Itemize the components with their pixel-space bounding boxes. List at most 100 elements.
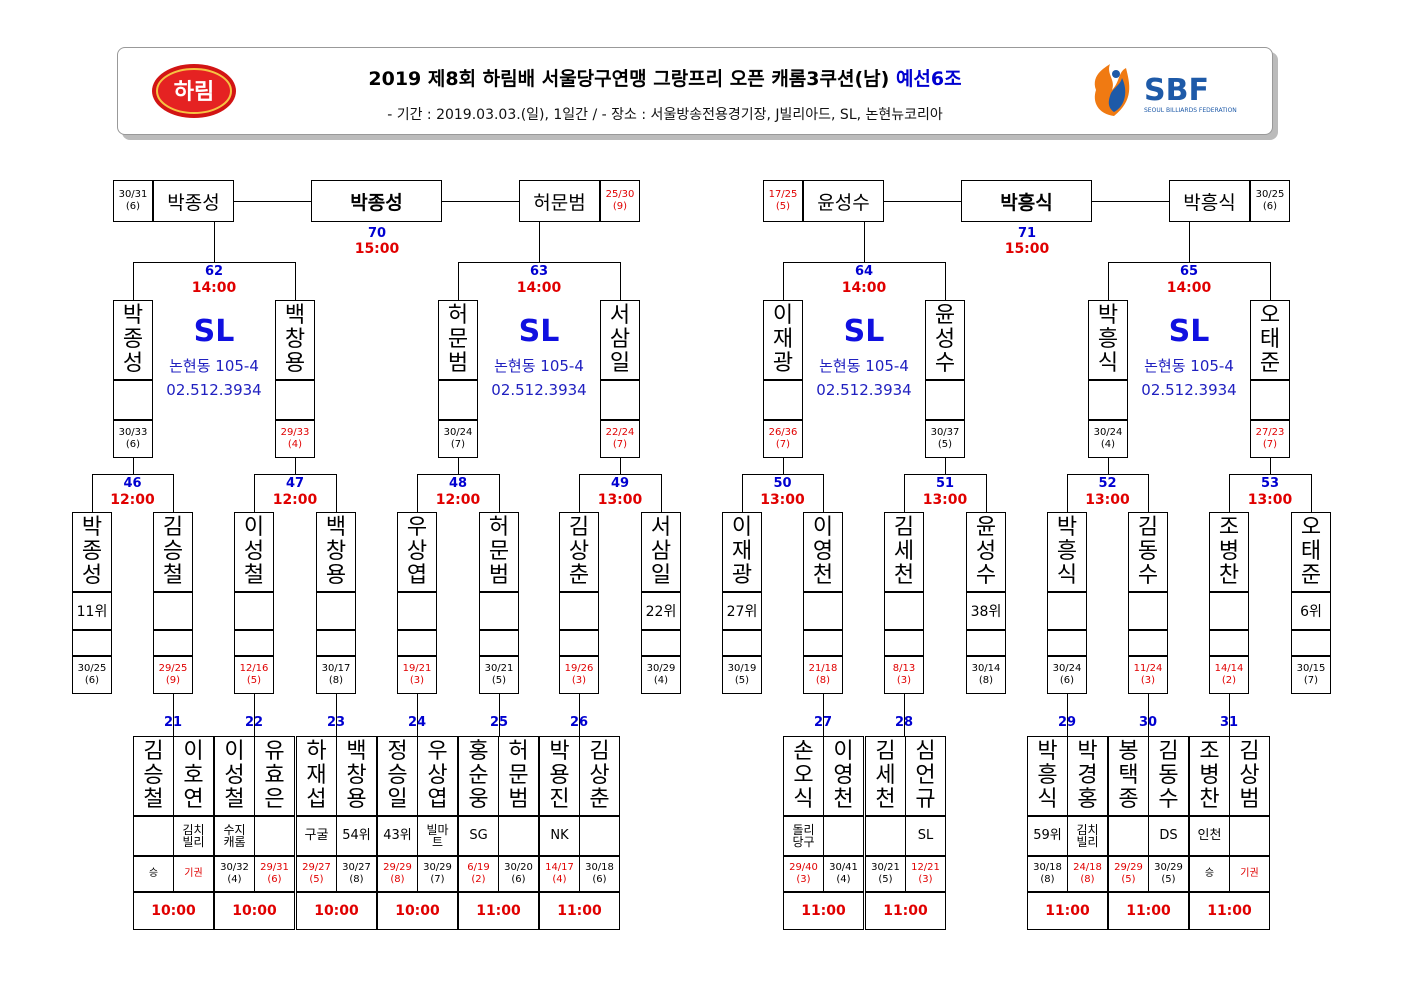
r16-right-empty bbox=[966, 630, 1006, 656]
score-value: 25/30 bbox=[605, 189, 635, 200]
r32-club: 김치 빌리 bbox=[173, 816, 214, 856]
bracket-line bbox=[1229, 694, 1230, 737]
r32-score: 30/41(4) bbox=[823, 856, 864, 892]
name-char: 서 bbox=[609, 303, 631, 328]
name-char: 웅 bbox=[468, 787, 489, 812]
r16-right-score: 30/15(7) bbox=[1291, 656, 1331, 694]
score-value: 30/27 bbox=[342, 862, 371, 873]
r16-left-rank: 11위 bbox=[72, 592, 112, 630]
score-value: 14/14 bbox=[1214, 663, 1244, 674]
name-char: 병 bbox=[1199, 763, 1220, 788]
r16-right-score: 21/18(8) bbox=[803, 656, 843, 694]
name-char: 우 bbox=[406, 515, 428, 540]
bracket-line bbox=[499, 474, 500, 513]
match-number: 30 bbox=[1138, 715, 1158, 730]
r32-club bbox=[133, 816, 174, 856]
r32-score: 기권 bbox=[173, 856, 214, 892]
bracket-line bbox=[823, 694, 824, 737]
score-rank: (8) bbox=[815, 675, 831, 686]
semi-left-empty bbox=[113, 380, 153, 420]
semi-left-score: 30/24(4) bbox=[1088, 420, 1128, 458]
score-value: 29/33 bbox=[280, 427, 310, 438]
final-winner: 박종성 bbox=[311, 180, 442, 222]
score-rank: (8) bbox=[1040, 874, 1055, 885]
name-char: 김 bbox=[893, 515, 915, 540]
name-char: 경 bbox=[1077, 763, 1098, 788]
bracket-line bbox=[884, 201, 962, 202]
r32-time: 10:00 bbox=[296, 892, 377, 930]
score-value: 22/24 bbox=[605, 427, 635, 438]
match-number: 63 bbox=[529, 264, 549, 279]
bracket-line bbox=[417, 474, 418, 513]
score-value: 29/27 bbox=[302, 862, 331, 873]
final-left-player: 박종성 bbox=[153, 180, 234, 222]
score-value: 26/36 bbox=[768, 427, 798, 438]
r16-left-score: 19/21(3) bbox=[397, 656, 437, 694]
name-char: 동 bbox=[1158, 763, 1179, 788]
name-char: 재 bbox=[772, 327, 794, 352]
score-rank: (4) bbox=[287, 439, 303, 450]
page-title: 2019 제8회 하림배 서울당구연맹 그랑프리 오픈 캐롬3쿠션(남) 예선6… bbox=[250, 64, 1080, 94]
name-char: 승 bbox=[162, 539, 184, 564]
semi-left-empty bbox=[763, 380, 803, 420]
match-time: 15:00 bbox=[354, 241, 400, 257]
match-number: 29 bbox=[1057, 715, 1077, 730]
r32-score: 24/18(8) bbox=[1067, 856, 1108, 892]
bracket-line bbox=[742, 474, 824, 475]
score-rank: (8) bbox=[349, 874, 364, 885]
bracket-line bbox=[214, 222, 215, 263]
bracket-line bbox=[1270, 458, 1271, 475]
r16-right-rank bbox=[803, 592, 843, 630]
name-char: 호 bbox=[183, 763, 204, 788]
r16-left-rank bbox=[559, 592, 599, 630]
r32-score: 승 bbox=[133, 856, 174, 892]
name-char: 허 bbox=[447, 303, 469, 328]
name-char: 준 bbox=[1300, 563, 1322, 588]
venue-address: 논현동 105-4 bbox=[494, 357, 584, 375]
match-time: 14:00 bbox=[516, 280, 562, 296]
bracket-line bbox=[295, 262, 296, 301]
name-char: 준 bbox=[1259, 351, 1281, 376]
bracket-line bbox=[133, 262, 296, 263]
score-value: 30/33 bbox=[118, 427, 148, 438]
r32-time: 11:00 bbox=[539, 892, 620, 930]
name-char: 김 bbox=[1239, 739, 1260, 764]
name-char: 김 bbox=[875, 739, 896, 764]
name-char: 김 bbox=[162, 515, 184, 540]
bracket-line bbox=[458, 262, 621, 263]
score-rank: (7) bbox=[450, 439, 466, 450]
bracket-line bbox=[1148, 694, 1149, 737]
bracket-line bbox=[783, 262, 946, 263]
semi-left-score: 30/24(7) bbox=[438, 420, 478, 458]
score-rank: (5) bbox=[246, 675, 262, 686]
score-rank: (8) bbox=[328, 675, 344, 686]
match-time: 14:00 bbox=[841, 280, 887, 296]
r32-club bbox=[1108, 816, 1149, 856]
r32-score: 30/21(5) bbox=[865, 856, 906, 892]
name-char: 태 bbox=[1300, 539, 1322, 564]
score-value: 기권 bbox=[184, 868, 203, 879]
bracket-line bbox=[499, 694, 500, 737]
score-rank: (7) bbox=[1262, 439, 1278, 450]
score-value: 30/37 bbox=[930, 427, 960, 438]
score-rank: (3) bbox=[918, 874, 933, 885]
r16-right-empty bbox=[316, 630, 356, 656]
r16-left-rank bbox=[1047, 592, 1087, 630]
name-char: 택 bbox=[1118, 763, 1139, 788]
name-char: 식 bbox=[1037, 787, 1058, 812]
r16-right-score: 30/29(4) bbox=[641, 656, 681, 694]
match-number: 62 bbox=[204, 264, 224, 279]
match-time: 13:00 bbox=[597, 492, 643, 508]
bracket-line bbox=[1067, 694, 1068, 737]
match-number: 53 bbox=[1260, 476, 1280, 491]
name-char: 손 bbox=[793, 739, 814, 764]
score-value: 30/25 bbox=[1255, 189, 1285, 200]
match-time: 13:00 bbox=[922, 492, 968, 508]
